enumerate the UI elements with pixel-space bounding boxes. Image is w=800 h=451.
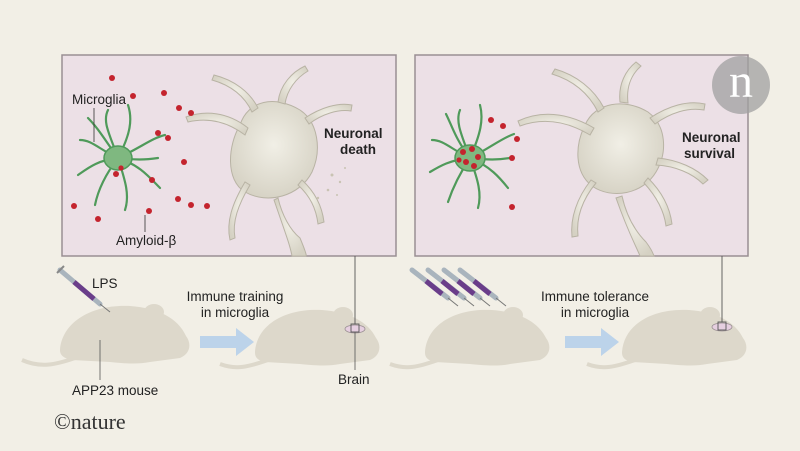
brain-marker-left bbox=[344, 256, 366, 370]
arrow-training bbox=[200, 328, 254, 356]
left-neuron bbox=[185, 65, 353, 257]
left-amyloid-particles bbox=[71, 75, 210, 222]
microglia-label: Microglia bbox=[72, 92, 127, 107]
left-outcome-line2: death bbox=[340, 142, 377, 157]
syringe-left bbox=[56, 265, 111, 313]
right-amyloid-particles bbox=[456, 117, 520, 210]
right-neuron bbox=[517, 61, 709, 257]
mouse-2 bbox=[219, 307, 380, 370]
amyloid-label: Amyloid-β bbox=[116, 233, 177, 248]
syringe-right-3 bbox=[441, 267, 491, 307]
tolerance-line1: Immune tolerance bbox=[540, 289, 650, 304]
mouse-3 bbox=[389, 307, 550, 370]
training-line1: Immune training bbox=[186, 289, 284, 304]
brain-marker-right bbox=[711, 256, 733, 332]
arrow-tolerance bbox=[565, 328, 619, 356]
right-outcome-line2: survival bbox=[684, 146, 736, 161]
left-microglia-body bbox=[103, 145, 133, 171]
nature-copyright: ©nature bbox=[54, 409, 126, 434]
syringe-right-4 bbox=[457, 267, 507, 307]
training-line2: in microglia bbox=[200, 305, 270, 320]
mouse-1 bbox=[21, 304, 190, 367]
brain-label: Brain bbox=[338, 372, 370, 387]
nature-logo-icon: n bbox=[712, 56, 770, 114]
left-outcome-line1: Neuronal bbox=[324, 126, 383, 141]
syringe-right-1 bbox=[409, 267, 459, 307]
mouse-label: APP23 mouse bbox=[72, 383, 159, 398]
neuron-debris bbox=[316, 167, 346, 200]
lps-label: LPS bbox=[92, 276, 118, 291]
syringe-right-2 bbox=[425, 267, 475, 307]
tolerance-line2: in microglia bbox=[560, 305, 630, 320]
right-outcome-line1: Neuronal bbox=[682, 130, 741, 145]
